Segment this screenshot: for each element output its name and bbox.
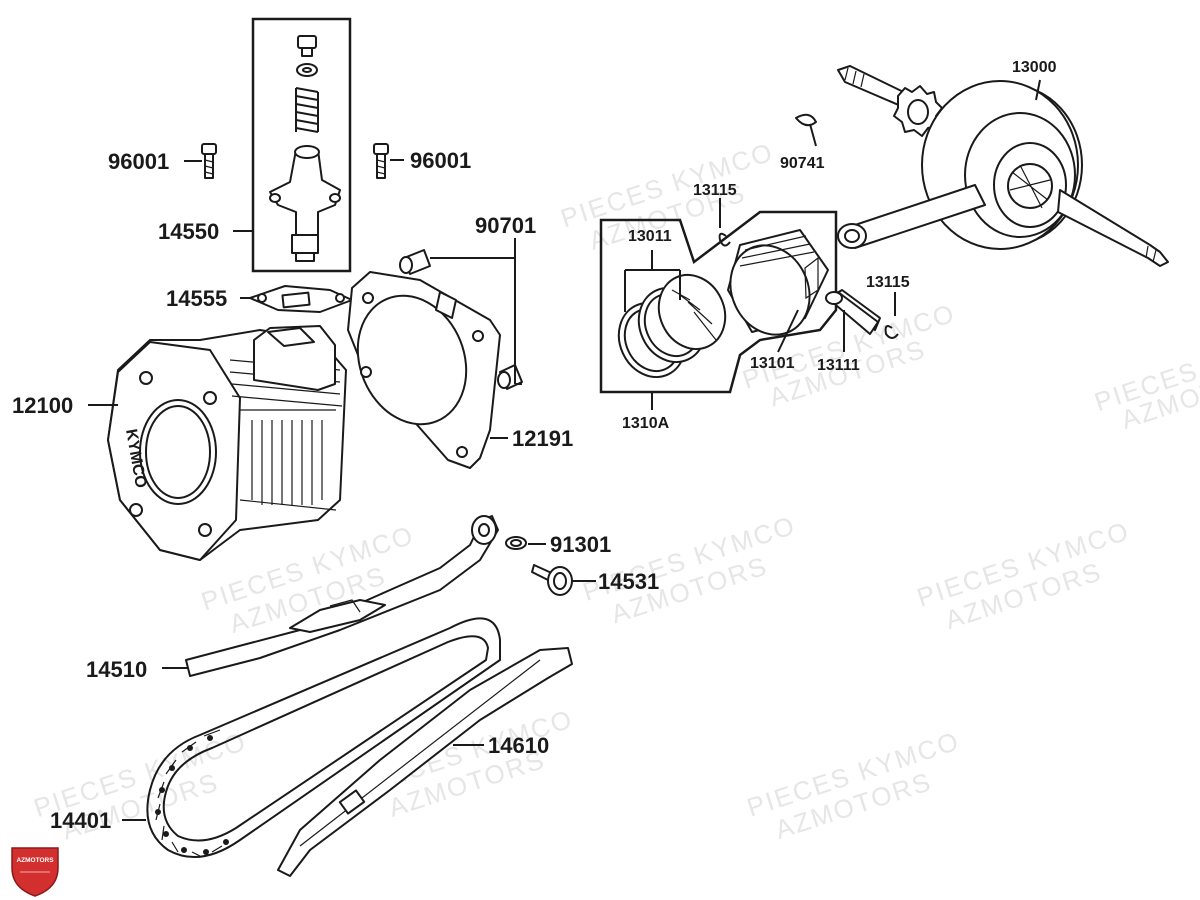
label-90741: 90741 [780,155,825,172]
cam-chain-tensioner-14550 [269,35,341,262]
label-90701: 90701 [475,213,536,238]
label-13111: 13111 [817,357,860,374]
oring-91301 [505,536,527,550]
label-14510: 14510 [86,657,147,682]
label-13000: 13000 [1012,59,1057,76]
tensioner-box [251,17,352,273]
label-13115-lower: 13115 [866,274,910,291]
piston-pin-13111 [825,289,881,335]
label-14550: 14550 [158,219,219,244]
label-13011: 13011 [628,228,672,245]
piston-kit-box [599,210,838,394]
dowel-pin-90701-upper [399,249,431,275]
label-14610: 14610 [488,733,549,758]
label-14531: 14531 [598,569,659,594]
circlip-13115-lower [884,325,899,339]
pivot-bolt-14531 [531,564,573,596]
azmotors-logo: AZMOTORS [11,847,59,897]
dowel-pin-90701-lower [497,364,523,390]
label-12191: 12191 [512,426,573,451]
bolt-96001-left [201,143,217,179]
label-1310A: 1310A [622,415,670,432]
chain-links [155,729,229,857]
label-96001-right: 96001 [410,148,471,173]
logo-text: AZMOTORS [16,857,54,864]
crankshaft-13000 [837,65,1169,267]
circlip-13115-upper [718,232,731,247]
part-labels: 13000 90741 13115 13011 13101 13111 1311… [12,59,1057,833]
chain-guide-14610 [277,647,573,877]
leader-lines [88,79,1041,821]
woodruff-key-90741 [795,113,817,127]
piston-rings-13011 [617,274,727,378]
tensioner-gasket-14555 [249,285,353,313]
label-14555: 14555 [166,286,227,311]
cam-chain-14401 [146,617,501,859]
bolt-96001-right [373,143,389,179]
label-13115-upper: 13115 [693,182,737,199]
label-13101: 13101 [750,355,795,372]
label-91301: 91301 [550,532,611,557]
label-12100: 12100 [12,393,73,418]
piston-13101 [727,229,829,336]
tensioner-guide-14510 [185,515,499,677]
label-96001-left: 96001 [108,149,169,174]
cylinder-gasket-12191 [347,271,501,469]
cylinder-12100: KYMCO [107,325,347,561]
label-14401: 14401 [50,808,111,833]
